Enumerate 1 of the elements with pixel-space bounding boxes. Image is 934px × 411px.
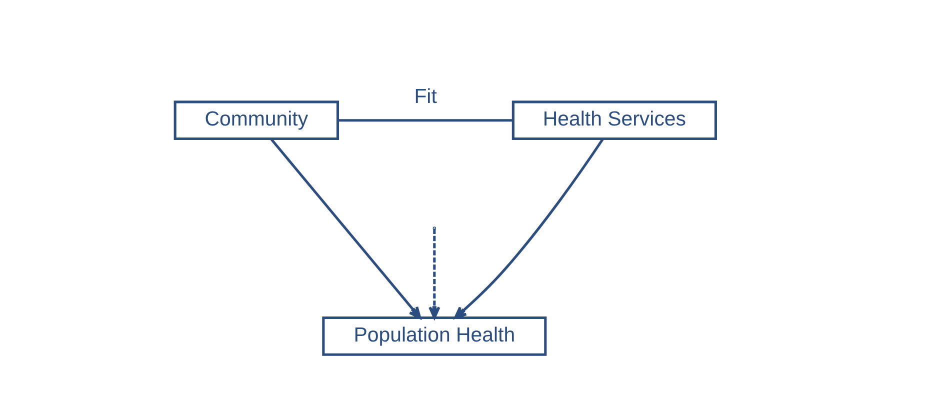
edge-label: Fit bbox=[414, 84, 436, 108]
